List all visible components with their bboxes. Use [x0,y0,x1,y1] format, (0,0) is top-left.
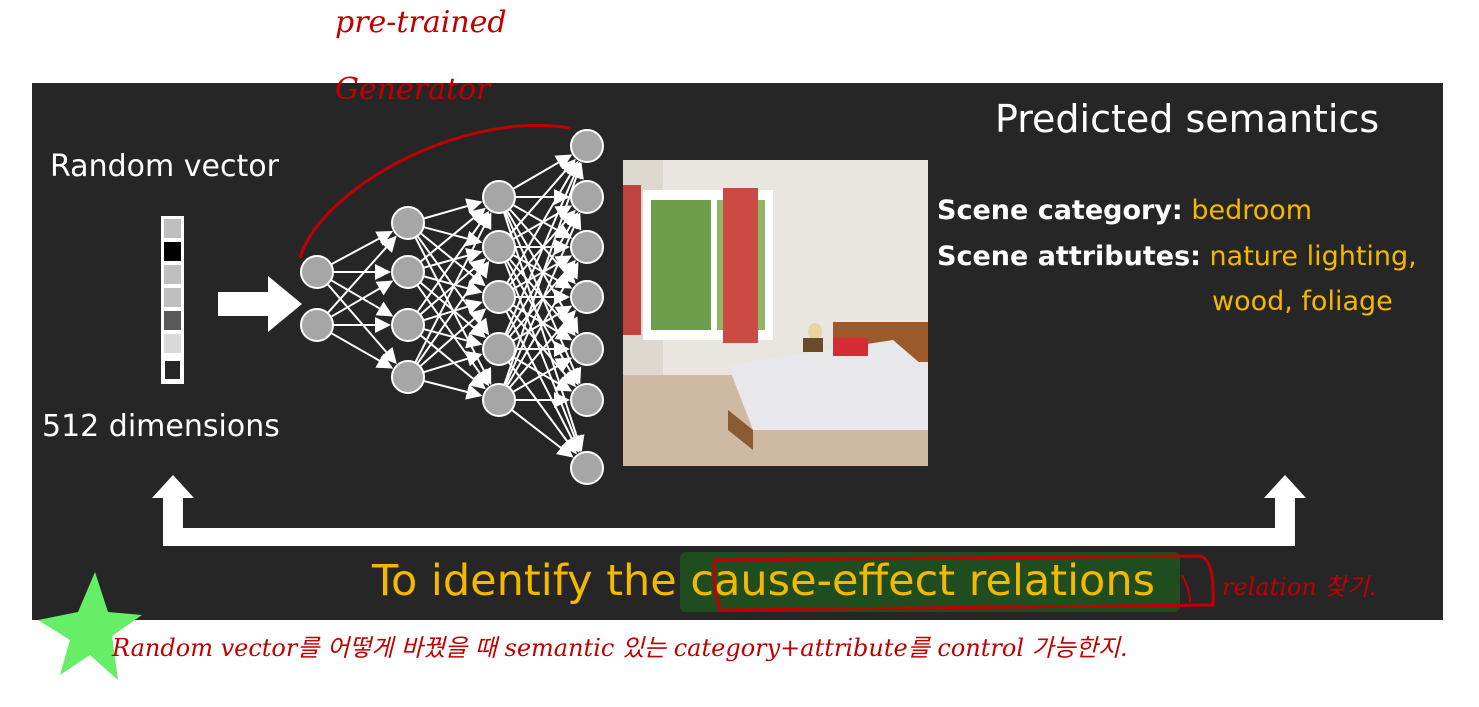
network-edge [504,212,582,386]
random-vector-icon [161,216,184,384]
network-node [570,383,604,417]
green-highlight [680,552,1180,612]
network-edge [508,309,576,389]
network-edge [416,260,490,365]
bracket-arrow-icon [152,475,1306,546]
network-node [482,180,516,214]
scene-attributes-line: Scene attributes: nature lighting, [937,241,1417,272]
network-node [570,180,604,214]
network-edge [416,284,490,387]
network-edge [504,161,582,335]
network-edge [422,299,483,322]
network-node [482,230,516,264]
network-edge [505,310,580,453]
network-node [482,280,516,314]
network-edge [503,261,583,453]
network-edge [423,275,483,296]
handwriting-right-note: relation 찾기. [1222,573,1377,601]
network-node [570,280,604,314]
network-node [570,230,604,264]
network-node [391,308,425,342]
network-edge [419,308,487,368]
network-node [391,255,425,289]
network-node [391,360,425,394]
handwriting-top-line2: Generator [335,72,491,107]
network-edge [512,357,573,393]
network-edge [326,283,397,365]
network-edge [512,254,573,289]
generator-network-diagram [300,129,604,485]
network-edge [423,198,483,220]
handwriting-top-line1: pre-trained [335,5,507,40]
network-edge [423,248,483,269]
network-edge [326,235,397,314]
network-edge [414,212,492,364]
network-edge [506,160,579,284]
scene-category-key: Scene category: [937,195,1183,226]
network-edge [423,379,483,400]
network-node [482,332,516,366]
network-edge [422,351,483,374]
network-edge [423,328,483,349]
arrow-right-icon [218,276,302,332]
scene-attributes-value: nature lighting, [1209,241,1417,272]
network-node [570,332,604,366]
network-edge [512,304,573,341]
scene-category-line: Scene category: bedroom [937,195,1312,226]
network-edge [508,308,576,388]
star-icon [38,572,142,680]
scene-attributes-value-cont: wood, foliage [1212,286,1393,317]
network-node [482,383,516,417]
generated-bedroom-image [623,160,928,466]
network-edge [330,279,394,317]
network-edge [506,261,579,387]
handwriting-bottom-note: Random vector를 어떻게 바꿨을 때 semantic 있는 cat… [112,634,1128,662]
network-edge [503,162,584,386]
network-node [570,129,604,163]
scene-category-value: bedroom [1191,195,1313,226]
network-edge [330,332,394,369]
dimensions-label: 512 dimensions [42,409,280,444]
network-node [300,255,334,289]
random-vector-label: Random vector [50,149,279,184]
network-node [570,451,604,485]
network-edge [512,356,573,392]
network-node [300,308,334,342]
network-node [391,206,425,240]
network-edge [330,280,394,318]
network-edge [502,211,585,452]
scene-attributes-key: Scene attributes: [937,241,1201,272]
slide-title: Predicted semantics [995,97,1380,141]
network-edge [511,408,574,458]
goal-statement: To identify the cause-effect relations [372,556,1156,606]
network-edge [512,204,573,239]
network-edge [416,210,490,313]
